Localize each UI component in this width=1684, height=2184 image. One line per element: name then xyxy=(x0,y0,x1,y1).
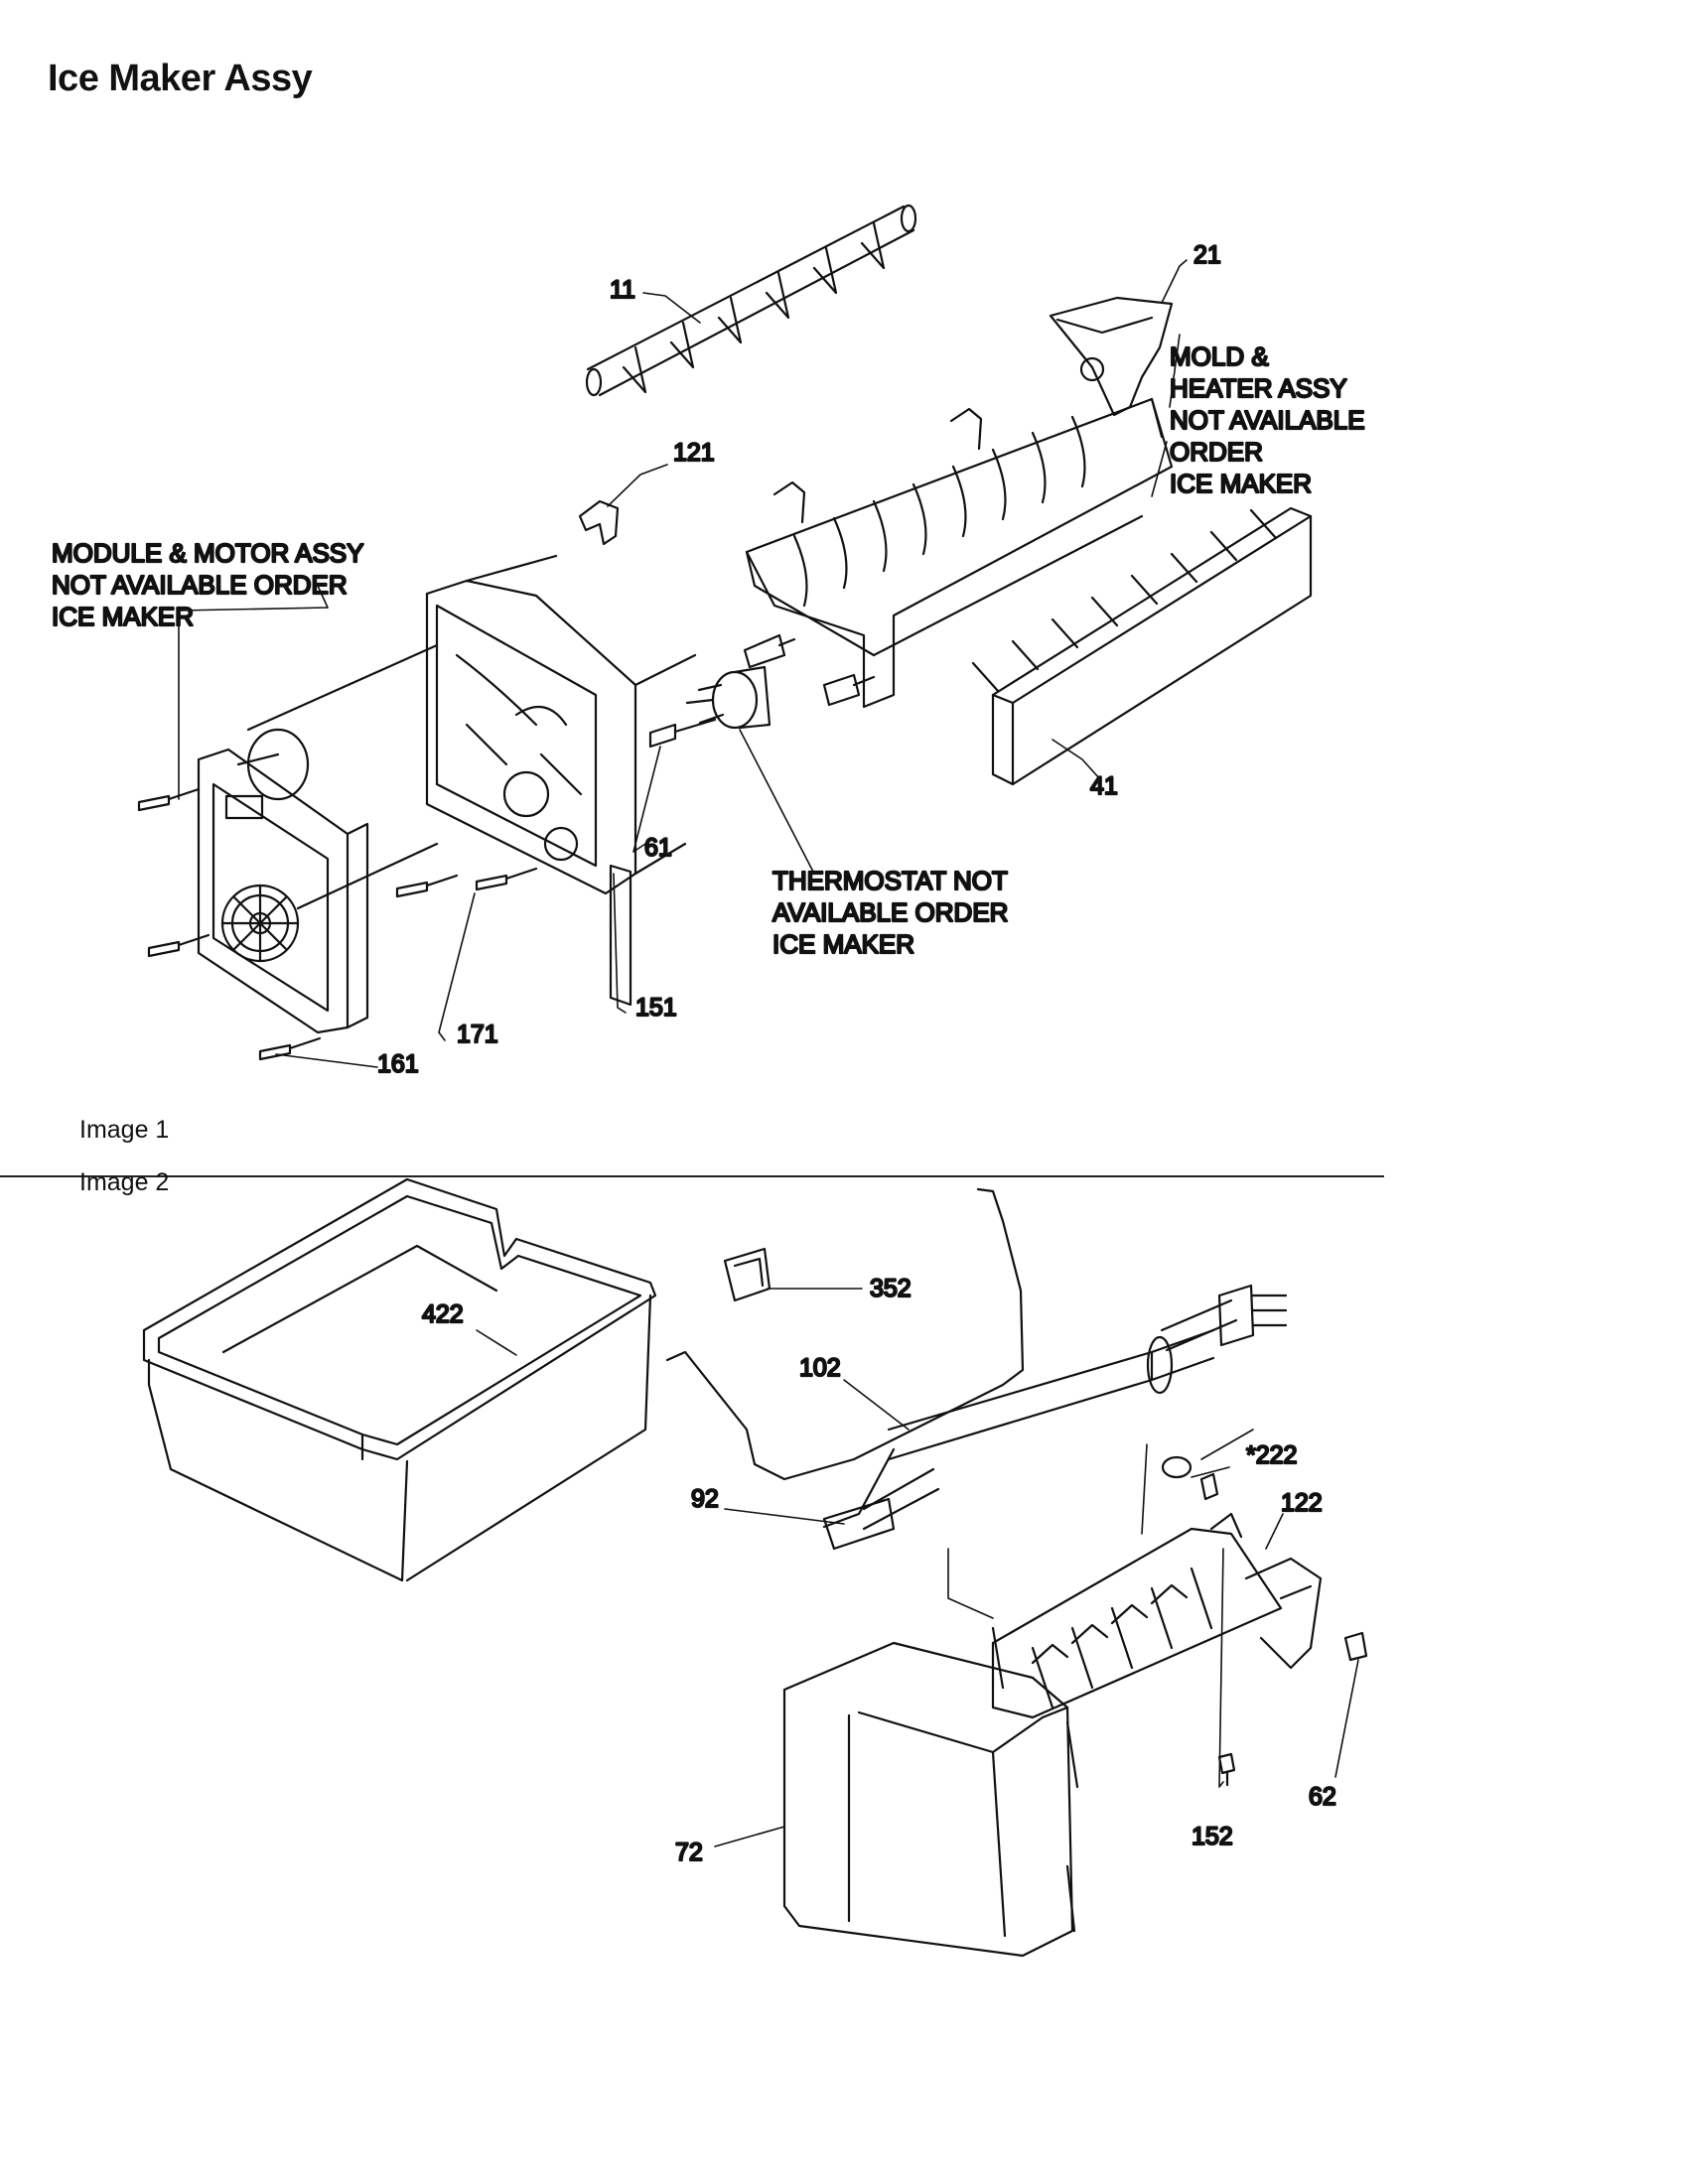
mold-assy xyxy=(745,397,1174,709)
note-mold-line2: HEATER ASSY xyxy=(1170,373,1347,403)
module-housing xyxy=(425,554,697,895)
ejector-shaft xyxy=(585,204,917,397)
note-thermostat-line3: ICE MAKER xyxy=(772,929,914,959)
note-module-line1: MODULE & MOTOR ASSY xyxy=(52,538,363,568)
note-mold-line1: MOLD & xyxy=(1170,341,1269,371)
fill-tube xyxy=(665,1187,1025,1481)
leader-lines-image1 xyxy=(178,259,1188,1068)
leader-lines-image2 xyxy=(476,1288,1359,1847)
image-1-label: Image 1 xyxy=(79,1116,170,1144)
callout-21: 21 xyxy=(1193,241,1221,269)
callout-102: 102 xyxy=(799,1354,841,1382)
image-2-label: Image 2 xyxy=(79,1168,170,1196)
clip-121 xyxy=(578,499,620,546)
callout-222: *222 xyxy=(1246,1441,1297,1469)
clip-352 xyxy=(723,1247,772,1302)
pins-61 xyxy=(648,633,876,749)
thermostat xyxy=(685,665,772,730)
part-41 xyxy=(971,506,1313,786)
callout-171: 171 xyxy=(457,1021,498,1048)
screw-152 xyxy=(1217,1752,1236,1787)
connector-92 xyxy=(822,1467,940,1551)
callout-151: 151 xyxy=(635,994,677,1022)
note-mold-line3: NOT AVAILABLE xyxy=(1170,405,1365,435)
callout-152: 152 xyxy=(1192,1823,1233,1850)
note-thermostat-line2: AVAILABLE ORDER xyxy=(772,897,1008,927)
part-222 xyxy=(1161,1455,1219,1501)
callout-92: 92 xyxy=(691,1485,719,1513)
callout-41: 41 xyxy=(1090,772,1118,800)
front-cover-72 xyxy=(782,1641,1079,1958)
note-module-line2: NOT AVAILABLE ORDER xyxy=(52,570,348,600)
note-module-line3: ICE MAKER xyxy=(52,602,194,631)
callout-422: 422 xyxy=(422,1300,464,1328)
callout-121: 121 xyxy=(673,439,715,467)
bracket-21 xyxy=(1049,296,1174,417)
note-mold-line5: ICE MAKER xyxy=(1170,469,1312,498)
callout-72: 72 xyxy=(675,1839,703,1866)
plate-151 xyxy=(609,864,632,1007)
note-mold-line4: ORDER xyxy=(1170,437,1263,467)
callout-352: 352 xyxy=(870,1275,912,1302)
front-plate xyxy=(197,748,369,1034)
callout-11: 11 xyxy=(610,276,635,304)
callout-62: 62 xyxy=(1309,1783,1336,1811)
note-thermostat-line1: THERMOSTAT NOT xyxy=(772,866,1008,895)
ice-maker-unit xyxy=(991,1512,1368,1719)
section-divider xyxy=(0,1175,1384,1177)
callout-122: 122 xyxy=(1281,1489,1323,1517)
callout-61: 61 xyxy=(644,834,672,862)
ice-bin xyxy=(142,1177,657,1582)
callout-161: 161 xyxy=(377,1050,419,1078)
page-title: Ice Maker Assy xyxy=(48,58,313,99)
screws-161 xyxy=(137,787,538,1061)
